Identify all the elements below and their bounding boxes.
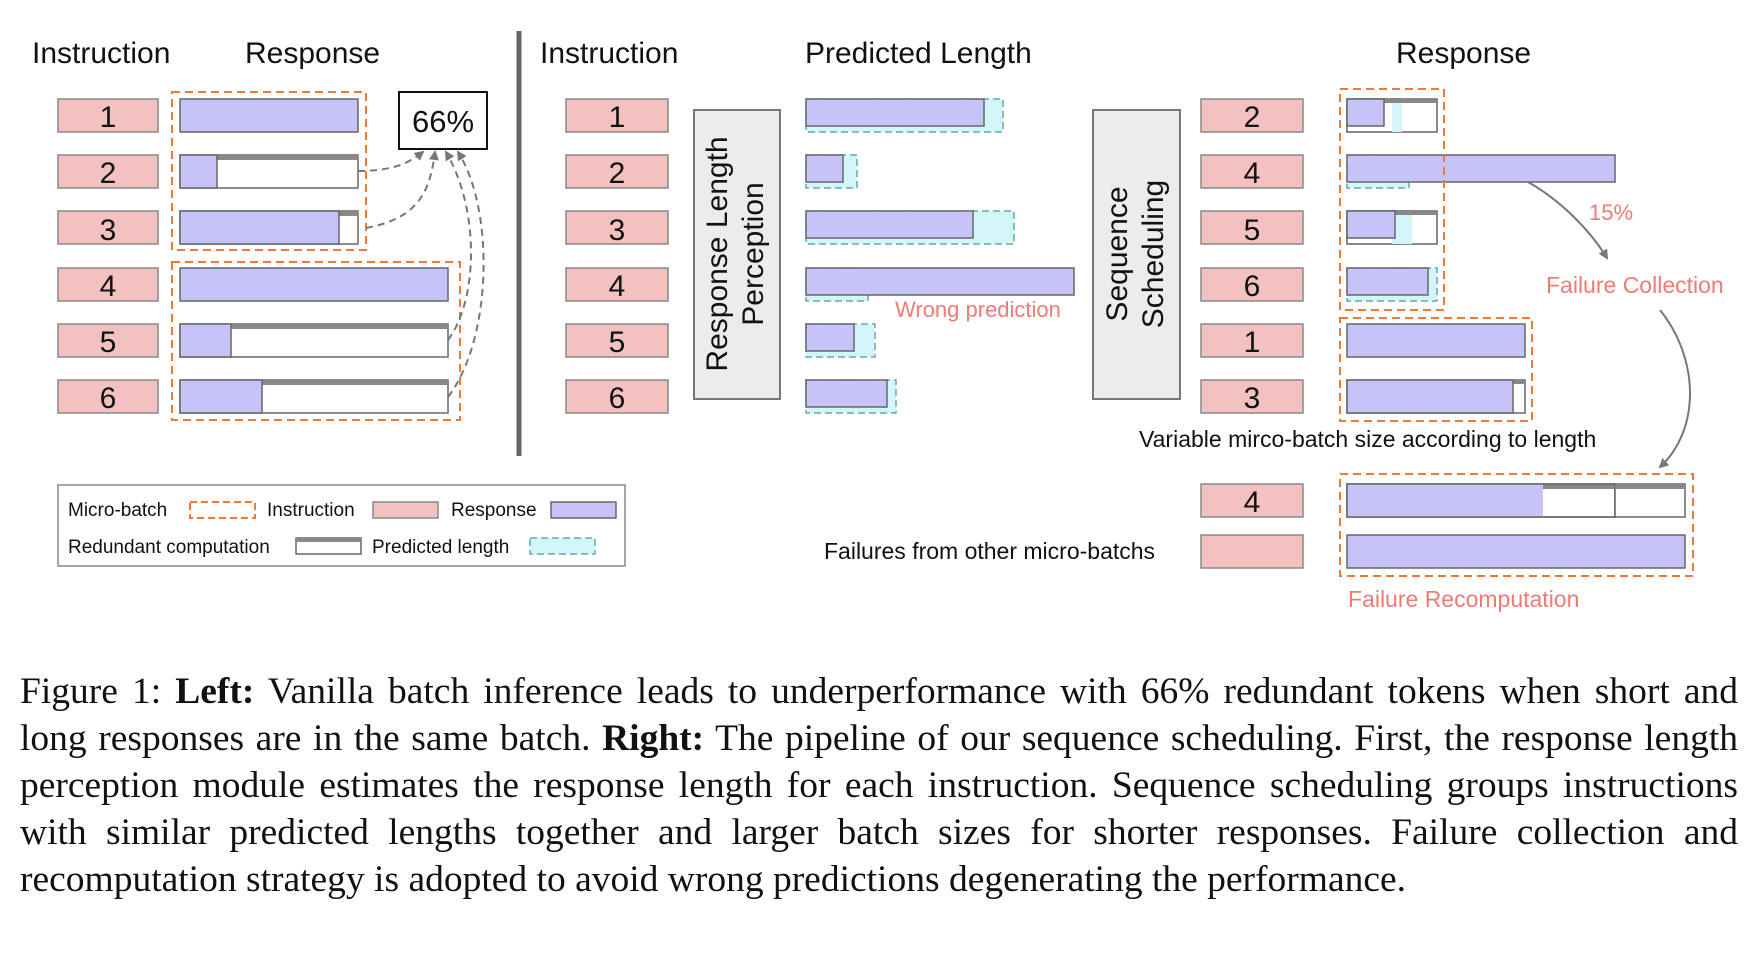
response-bar — [179, 210, 340, 245]
perception-label-line2: Perception — [737, 182, 770, 325]
legend-micro-batch-label: Micro-batch — [68, 500, 167, 521]
response-bar — [179, 379, 263, 414]
caption-left-label: Left: — [175, 671, 255, 712]
caption-prefix: Figure 1: — [20, 671, 176, 712]
response-bar — [1346, 210, 1396, 239]
micro-batch-box — [1339, 317, 1533, 422]
legend-response-label: Response — [451, 500, 537, 521]
response-bar — [179, 323, 232, 358]
left-response-header: Response — [245, 37, 380, 70]
left-instruction-header: Instruction — [32, 37, 170, 70]
left-instruction-id: 2 — [100, 157, 117, 190]
middle-instruction-id: 2 — [609, 157, 626, 190]
other-failure-instruction-box — [1200, 534, 1304, 569]
response-bar — [805, 379, 888, 408]
recompute-instruction-id: 4 — [1244, 486, 1261, 519]
recompute-instruction-box — [1200, 483, 1304, 518]
legend-predicted-swatch — [529, 537, 596, 555]
redundant-percent-label: 66% — [412, 104, 474, 139]
middle-instruction-id: 4 — [609, 270, 626, 303]
response-bar — [1346, 379, 1514, 414]
perception-label-line1: Response Length — [701, 136, 734, 371]
response-bar — [1346, 98, 1385, 127]
variable-batch-label: Variable mirco-batch size according to l… — [1139, 426, 1596, 452]
redundant-arrows — [357, 150, 485, 398]
figure-caption: Figure 1: Left: Vanilla batch inference … — [20, 668, 1738, 903]
middle-instruction-list: 1 2 3 4 5 6 — [565, 98, 669, 415]
middle-instruction-header: Instruction — [540, 37, 678, 70]
left-instruction-id: 5 — [100, 326, 117, 359]
left-instruction-id: 6 — [100, 382, 117, 415]
legend-instruction-label: Instruction — [267, 500, 355, 521]
response-bar — [805, 267, 1075, 296]
scheduling-label-line1: Sequence — [1101, 186, 1134, 321]
right-instruction-id: 4 — [1244, 157, 1261, 190]
failure-percent-label: 15% — [1589, 200, 1633, 225]
failure-recompute-arrow — [1658, 309, 1691, 469]
right-response-header: Response — [1396, 37, 1531, 70]
caption-right-text: The pipeline of our sequence scheduling.… — [20, 718, 1738, 900]
failure-collection-arrow — [1527, 181, 1609, 260]
redundant-percent-badge — [398, 91, 488, 150]
legend-predicted-label: Predicted length — [372, 537, 509, 558]
right-instruction-id: 2 — [1244, 101, 1261, 134]
response-bar — [805, 154, 844, 183]
predicted-length-list — [805, 98, 1075, 414]
middle-instruction-id: 6 — [609, 382, 626, 415]
right-instruction-list: 2 4 5 6 1 3 — [1200, 98, 1304, 415]
response-bar — [1346, 323, 1526, 358]
response-bar — [179, 267, 449, 302]
scheduled-response-list — [1346, 98, 1616, 414]
failures-other-label: Failures from other micro-batchs — [824, 538, 1155, 564]
left-response-list — [179, 98, 449, 414]
caption-left-text: Vanilla batch inference leads to underpe… — [20, 671, 1738, 759]
right-instruction-id: 6 — [1244, 270, 1261, 303]
failure-recomputation-label: Failure Recomputation — [1348, 586, 1579, 612]
legend: Micro-batch Instruction Response Redunda… — [57, 484, 626, 567]
legend-response-swatch — [550, 501, 617, 519]
response-bar — [179, 154, 218, 189]
response-bar — [805, 323, 855, 352]
left-instruction-id: 1 — [100, 101, 117, 134]
legend-micro-batch-swatch — [189, 501, 256, 519]
right-instruction-id: 5 — [1244, 214, 1261, 247]
middle-instruction-id: 3 — [609, 214, 626, 247]
legend-instruction-swatch — [372, 501, 439, 519]
scheduling-label-line2: Scheduling — [1137, 180, 1170, 328]
response-bar — [1346, 267, 1429, 296]
sequence-scheduling-module — [1092, 109, 1181, 400]
legend-redundant-label: Redundant computation — [68, 537, 270, 558]
response-bar — [1346, 154, 1616, 183]
response-bar — [179, 98, 359, 133]
micro-batch-box — [171, 91, 367, 251]
predicted-length-header: Predicted Length — [805, 37, 1032, 70]
micro-batch-box — [1339, 473, 1694, 577]
response-length-perception-module — [693, 109, 781, 400]
left-instruction-id: 4 — [100, 270, 117, 303]
pipeline-diagram: Instruction Response 1 2 3 4 5 6 — [32, 31, 1724, 612]
middle-instruction-id: 5 — [609, 326, 626, 359]
caption-right-label: Right: — [602, 718, 705, 759]
wrong-prediction-label: Wrong prediction — [895, 297, 1061, 322]
left-instruction-list: 1 2 3 4 5 6 — [57, 98, 159, 415]
response-bar — [805, 98, 985, 127]
failure-collection-label: Failure Collection — [1546, 272, 1724, 298]
right-instruction-id: 3 — [1244, 382, 1261, 415]
micro-batch-box — [1339, 88, 1445, 311]
response-bar — [1346, 534, 1686, 569]
right-instruction-id: 1 — [1244, 326, 1261, 359]
response-bar — [805, 210, 974, 239]
middle-instruction-id: 1 — [609, 101, 626, 134]
micro-batch-box — [171, 261, 461, 421]
left-instruction-id: 3 — [100, 214, 117, 247]
